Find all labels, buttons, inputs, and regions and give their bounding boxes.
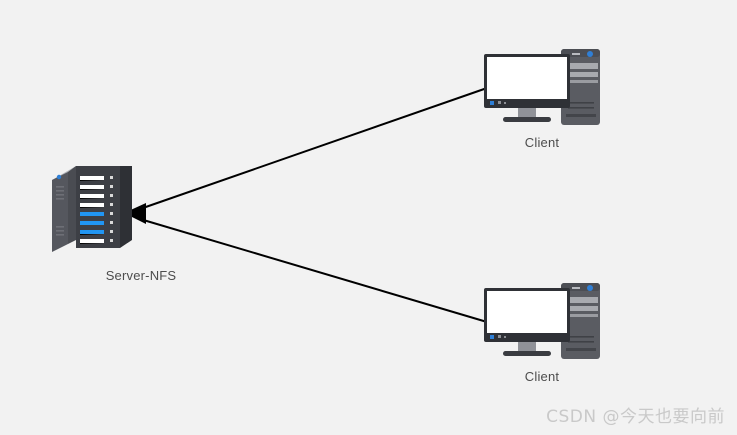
server-side-vents	[56, 186, 64, 236]
server-side-face-inner	[68, 166, 76, 244]
server-side-face	[52, 172, 68, 252]
client-bottom-bezel-dot-2	[504, 336, 506, 338]
client-bottom-tower-vent-1	[568, 336, 594, 338]
server-active-leds	[80, 212, 104, 234]
client-bottom-monitor-base	[503, 351, 551, 356]
client-bottom-power-button-icon	[587, 285, 593, 291]
client-bottom-tower-slot	[572, 287, 580, 289]
client-top-tower-bay-2	[566, 72, 598, 77]
client-top-screen-led	[490, 101, 494, 105]
desktop-computer-icon-bottom[interactable]	[484, 283, 600, 359]
client-top-label: Client	[524, 135, 560, 150]
server-label: Server-NFS	[105, 268, 177, 283]
server-status-dots	[110, 176, 113, 242]
client-bottom-bezel-dot-1	[498, 335, 501, 338]
node-client-top[interactable]: Client	[481, 47, 603, 150]
client-top-power-button-icon	[587, 51, 593, 57]
client-top-monitor-neck	[518, 108, 536, 118]
client-top-tower-vent-1	[568, 102, 594, 104]
client-bottom-monitor-neck	[518, 342, 536, 352]
node-server[interactable]: Server-NFS	[50, 164, 176, 283]
client-bottom-tower-vent-2	[568, 341, 594, 343]
client-bottom-screen	[487, 291, 567, 333]
client-bottom-tower-bay-3	[566, 314, 598, 317]
client-top-tower-slot	[572, 53, 580, 55]
connector-line	[139, 218, 488, 323]
client-top-screen	[487, 57, 567, 99]
connector-client-bottom-to-server[interactable]	[139, 218, 488, 323]
client-top-bezel-dot-2	[504, 102, 506, 104]
client-bottom-tower-vent-3	[566, 348, 596, 351]
client-top-bezel-dot-1	[498, 101, 501, 104]
connector-client-top-to-server[interactable]	[139, 87, 488, 210]
client-bottom-label: Client	[524, 369, 560, 384]
client-bottom-tower-bay-2	[566, 306, 598, 311]
arrowhead-icon	[124, 203, 146, 224]
connector-line	[139, 87, 488, 210]
server-tower-icon[interactable]	[52, 166, 132, 252]
csdn-watermark: CSDN @今天也要向前	[546, 407, 725, 427]
client-top-tower-bay-1	[566, 63, 598, 69]
client-bottom-tower-bay-1	[566, 297, 598, 303]
client-top-monitor-base	[503, 117, 551, 122]
client-top-tower-bay-3	[566, 80, 598, 83]
server-right-edge	[120, 166, 132, 248]
desktop-computer-icon-top[interactable]	[484, 49, 600, 125]
server-power-led-icon	[56, 174, 62, 180]
client-top-tower-vent-2	[568, 107, 594, 109]
client-bottom-screen-led	[490, 335, 494, 339]
node-client-bottom[interactable]: Client	[481, 281, 603, 384]
client-top-tower-vent-3	[566, 114, 596, 117]
